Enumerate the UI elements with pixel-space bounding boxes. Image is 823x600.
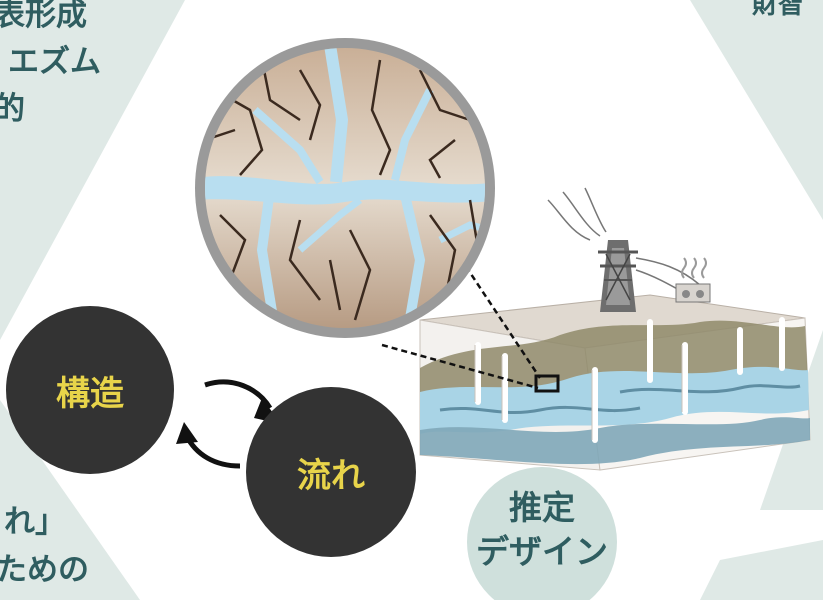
bottom-left-line-1: れ」 (4, 504, 66, 540)
estimation-line-2: デザイン (476, 532, 608, 571)
cycle-arrow-down-icon (204, 379, 273, 410)
top-left-heading: 表形成 エズム 的 (0, 0, 101, 133)
estimation-line-1: 推定 (509, 488, 575, 527)
top-right-panel (690, 0, 823, 220)
lens-content (205, 48, 485, 328)
transmission-tower-icon (598, 240, 638, 312)
zoom-box (534, 374, 560, 393)
arrowhead-up-icon (176, 422, 198, 444)
top-right-heading: 財智 (752, 0, 805, 20)
steam-icon (681, 257, 687, 279)
structure-circle (6, 306, 174, 474)
top-left-line-3: 的 (0, 91, 25, 127)
fracture-line-1 (439, 405, 641, 414)
water-layer (420, 366, 809, 434)
top-left-panel (0, 0, 185, 340)
top-left-line-1: 表形成 (0, 0, 87, 33)
flow-circle (246, 387, 416, 557)
bottom-left-heading: れ」 ための (0, 498, 89, 594)
bottom-left-line-2: ための (0, 552, 89, 588)
estimation-label: 推定 デザイン (452, 486, 632, 574)
flow-label: 流れ (297, 456, 365, 496)
well-outlines (474, 345, 683, 440)
magnified-lens (195, 38, 495, 338)
bottom-right-panel (700, 540, 823, 600)
power-facility (547, 187, 711, 312)
estimation-circle (467, 467, 617, 600)
reservoir-block (419, 294, 811, 471)
zoom-line-lower (381, 343, 539, 390)
structure-label: 構造 (56, 374, 124, 414)
water-layer-deep (420, 417, 810, 465)
power-plant-icon (675, 257, 711, 303)
fracture-line-2 (619, 384, 801, 394)
top-left-line-2: エズム (8, 44, 101, 80)
wells (475, 317, 785, 443)
